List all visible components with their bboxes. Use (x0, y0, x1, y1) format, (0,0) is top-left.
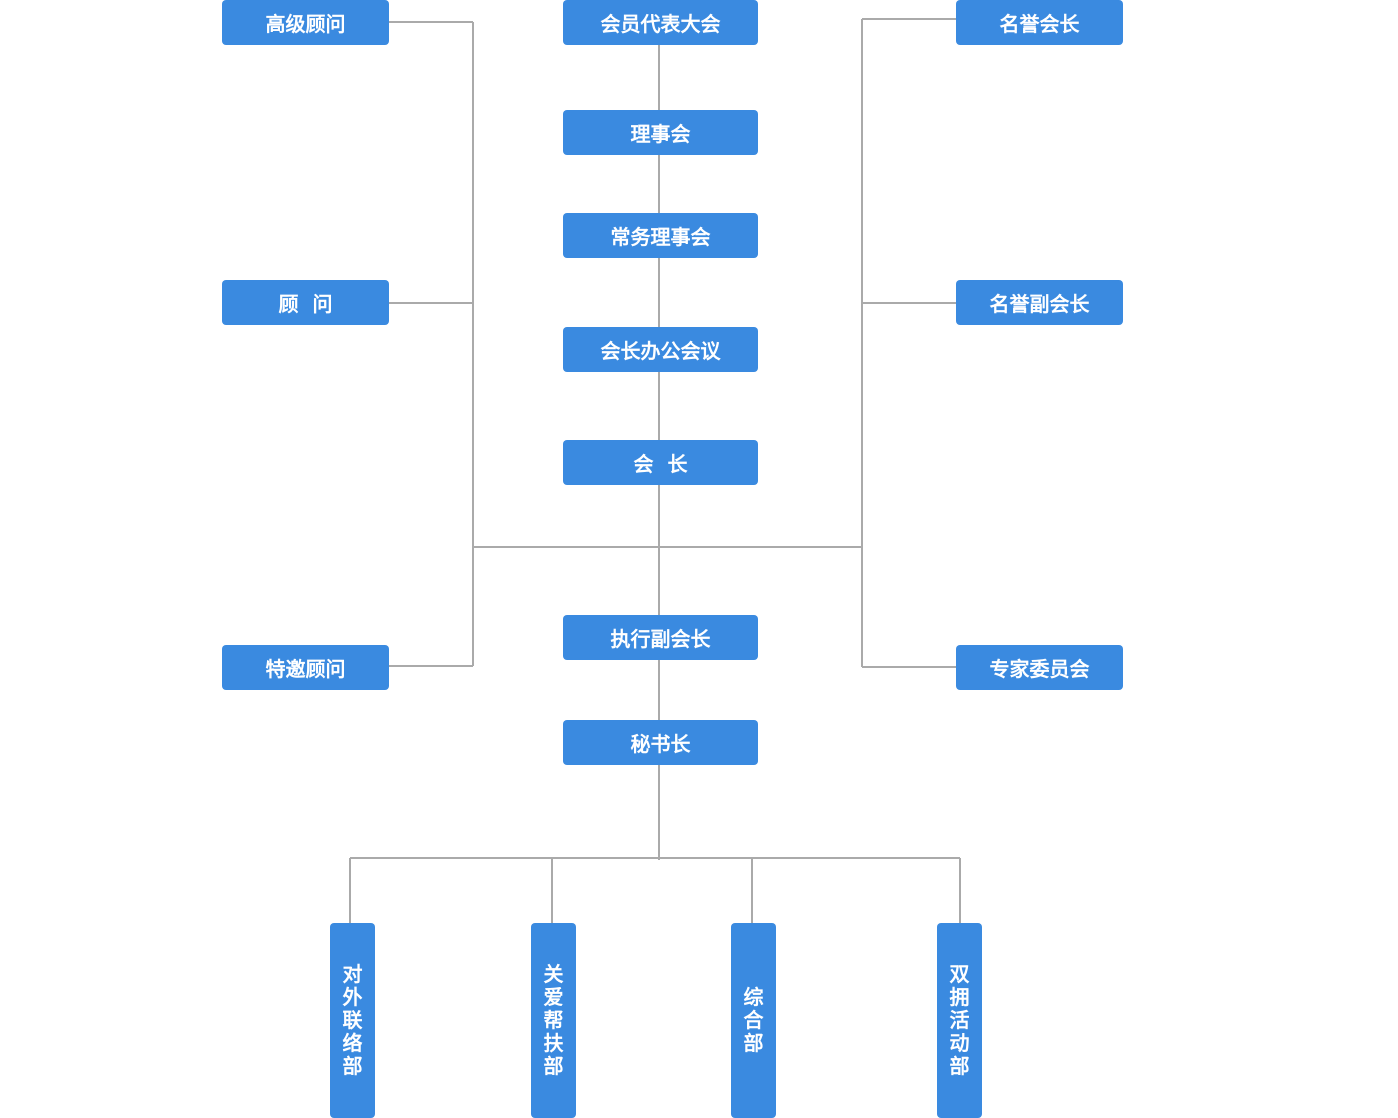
node-president-office-meeting: 会长办公会议 (563, 327, 758, 372)
node-president: 会 长 (563, 440, 758, 485)
node-executive-vice-president: 执行副会长 (563, 615, 758, 660)
node-honorary-president: 名誉会长 (956, 0, 1123, 45)
node-honorary-vice-president: 名誉副会长 (956, 280, 1123, 325)
node-senior-advisor: 高级顾问 (222, 0, 389, 45)
node-dept-care-assistance: 关爱帮扶部 (531, 923, 576, 1118)
node-member-assembly: 会员代表大会 (563, 0, 758, 45)
node-standing-council: 常务理事会 (563, 213, 758, 258)
node-advisor: 顾 问 (222, 280, 389, 325)
node-expert-committee: 专家委员会 (956, 645, 1123, 690)
node-dept-general-affairs: 综合部 (731, 923, 776, 1118)
node-council: 理事会 (563, 110, 758, 155)
node-secretary-general: 秘书长 (563, 720, 758, 765)
node-special-advisor: 特邀顾问 (222, 645, 389, 690)
node-dept-external-liaison: 对外联络部 (330, 923, 375, 1118)
node-dept-support-activities: 双拥活动部 (937, 923, 982, 1118)
